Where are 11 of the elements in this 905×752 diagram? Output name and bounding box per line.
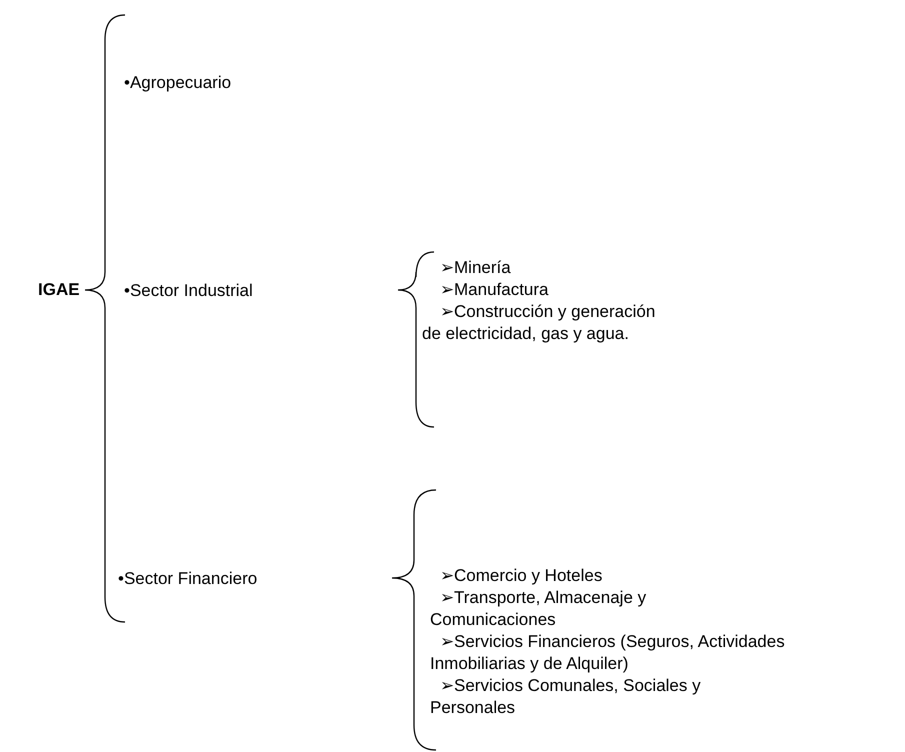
category-label: •Sector Financiero: [118, 568, 258, 590]
item-label: ➢Servicios Financieros (Seguros, Actividades Inmobiliarias y de Alquiler): [430, 631, 786, 675]
category-label: •Sector Industrial: [124, 280, 253, 302]
item-label: ➢Comercio y Hoteles: [440, 565, 602, 587]
item-label: ➢Construcción y generación de electricidad, gas y agua.: [422, 301, 656, 345]
item-label: ➢Manufactura: [440, 279, 548, 301]
item-label: ➢Transporte, Almacenaje y Comunicaciones: [430, 587, 648, 631]
title-label: IGAE: [38, 279, 80, 301]
item-label: ➢Servicios Comunales, Sociales y Personales: [430, 675, 702, 719]
item-label: ➢Minería: [440, 257, 511, 279]
category-label: •Agropecuario: [124, 72, 232, 94]
